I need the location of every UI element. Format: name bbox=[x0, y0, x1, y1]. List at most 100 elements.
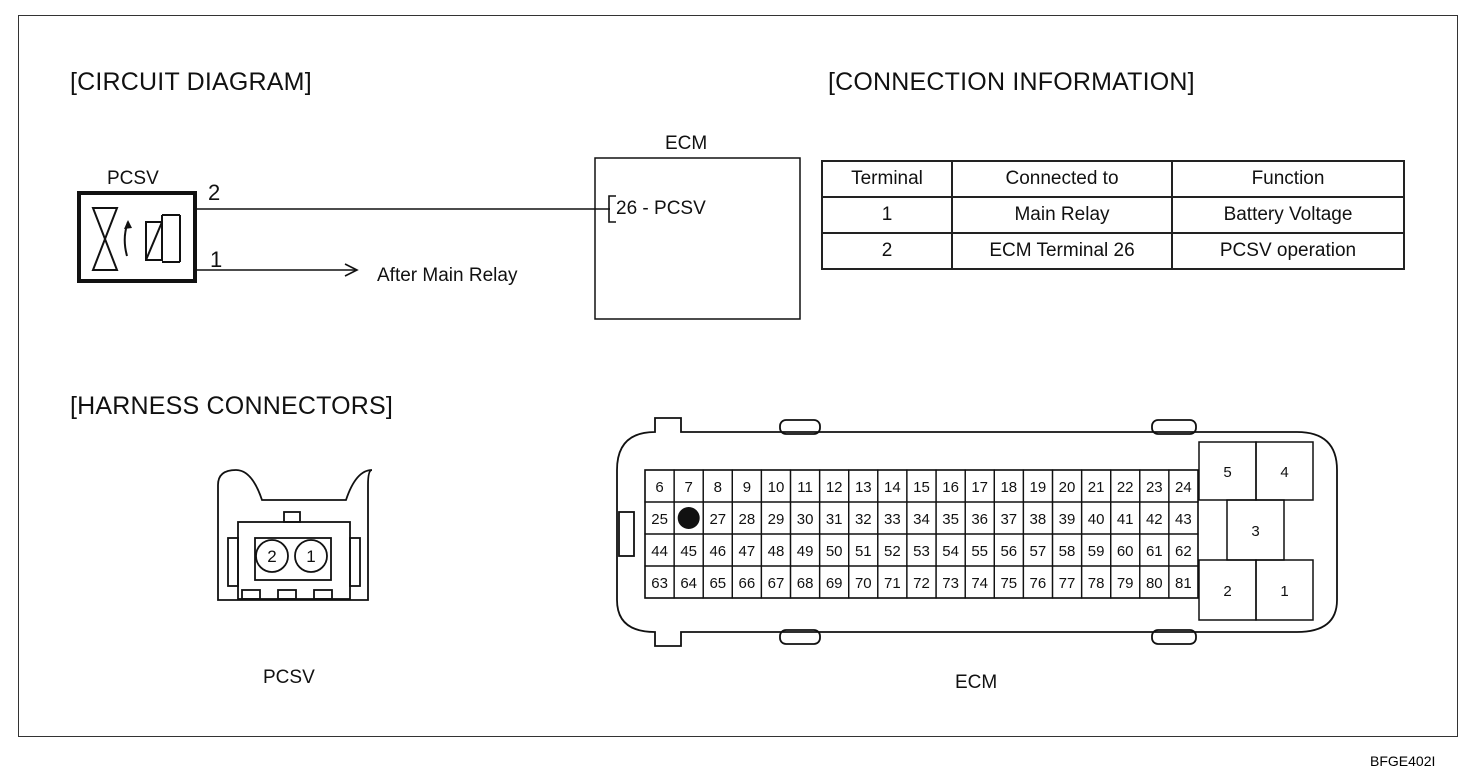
ecm-pin-label: 43 bbox=[1175, 511, 1192, 528]
ecm-pin-label: 47 bbox=[739, 543, 756, 560]
ecm-pin-label: 30 bbox=[797, 511, 814, 528]
pcsv-symbol bbox=[77, 191, 197, 283]
ecm-pin-label: 52 bbox=[884, 543, 901, 560]
ecm-pin-label: 73 bbox=[942, 575, 959, 592]
ecm-pin-label: 62 bbox=[1175, 543, 1192, 560]
ecm-label: ECM bbox=[665, 133, 708, 154]
ecm-pin-label: 25 bbox=[651, 511, 668, 528]
wires bbox=[195, 195, 616, 277]
table-cell: ECM Terminal 26 bbox=[951, 232, 1173, 270]
after-main-relay-label: After Main Relay bbox=[377, 265, 518, 286]
ecm-pin-label: 27 bbox=[709, 511, 726, 528]
ecm-pin-label: 10 bbox=[768, 479, 785, 496]
diagram-frame bbox=[18, 15, 1458, 737]
ecm-box bbox=[594, 157, 801, 320]
ecm-power-pin-label: 4 bbox=[1280, 464, 1288, 481]
ecm-pin-label: 29 bbox=[768, 511, 785, 528]
pcsv-connector-caption: PCSV bbox=[263, 667, 315, 688]
ecm-pin-label: 78 bbox=[1088, 575, 1105, 592]
ecm-connector-caption: ECM bbox=[955, 672, 998, 693]
ecm-pin-label: 77 bbox=[1059, 575, 1076, 592]
ecm-pin-label: 36 bbox=[971, 511, 988, 528]
ecm-power-pin-cell bbox=[1255, 559, 1314, 621]
ecm-pin-label: 39 bbox=[1059, 511, 1076, 528]
figure-code: BFGE402I bbox=[1370, 753, 1435, 769]
ecm-pin-label: 40 bbox=[1088, 511, 1105, 528]
ecm-pin-label: 13 bbox=[855, 479, 872, 496]
ecm-pin-label: 74 bbox=[971, 575, 988, 592]
ecm-pin-label: 7 bbox=[685, 479, 693, 496]
pcsv-pin-2: 2 bbox=[267, 547, 276, 566]
ecm-pin-label: 20 bbox=[1059, 479, 1076, 496]
ecm-pin-label: 70 bbox=[855, 575, 872, 592]
ecm-pin-label: 60 bbox=[1117, 543, 1134, 560]
ecm-pin-label: 38 bbox=[1030, 511, 1047, 528]
ecm-pin-label: 35 bbox=[942, 511, 959, 528]
ecm-pin-label: 31 bbox=[826, 511, 843, 528]
ecm-pin-label: 11 bbox=[797, 479, 813, 496]
ecm-pin-label: 71 bbox=[884, 575, 901, 592]
ecm-pin-label: 41 bbox=[1117, 511, 1134, 528]
ecm-pin-label: 37 bbox=[1000, 511, 1017, 528]
table-row: 2 ECM Terminal 26 PCSV operation bbox=[821, 232, 1405, 270]
ecm-pin-label: 19 bbox=[1030, 479, 1047, 496]
ecm-pin-label: 59 bbox=[1088, 543, 1105, 560]
ecm-pin-label: 6 bbox=[655, 479, 663, 496]
ecm-pin-label: 33 bbox=[884, 511, 901, 528]
ecm-pin-label: 8 bbox=[714, 479, 722, 496]
ecm-pin-label: 9 bbox=[743, 479, 751, 496]
ecm-pin-label: 49 bbox=[797, 543, 814, 560]
ecm-pin-label: 76 bbox=[1030, 575, 1047, 592]
ecm-pin-label: 24 bbox=[1175, 479, 1192, 496]
ecm-pin-label: 50 bbox=[826, 543, 843, 560]
ecm-pin-label: 18 bbox=[1000, 479, 1017, 496]
ecm-pin-label: 46 bbox=[709, 543, 726, 560]
ecm-pin-label: 34 bbox=[913, 511, 930, 528]
ecm-pin-label: 53 bbox=[913, 543, 930, 560]
ecm-pin-label: 56 bbox=[1000, 543, 1017, 560]
ecm-pin-label: 67 bbox=[768, 575, 785, 592]
ecm-power-pin-label: 2 bbox=[1223, 583, 1231, 600]
ecm-pin-label: 80 bbox=[1146, 575, 1163, 592]
ecm-pin-label: 17 bbox=[971, 479, 988, 496]
ecm-pin-label: 16 bbox=[942, 479, 959, 496]
table-cell: Main Relay bbox=[951, 196, 1173, 234]
table-cell: PCSV operation bbox=[1171, 232, 1405, 270]
ecm-pin-cell bbox=[1168, 565, 1199, 599]
pcsv-pin-1: 1 bbox=[306, 547, 315, 566]
ecm-pin-label: 63 bbox=[651, 575, 668, 592]
connection-info-title: [CONNECTION INFORMATION] bbox=[828, 68, 1195, 96]
table-cell: Battery Voltage bbox=[1171, 196, 1405, 234]
circuit-diagram-title: [CIRCUIT DIAGRAM] bbox=[70, 68, 312, 96]
header-function: Function bbox=[1171, 160, 1405, 198]
ecm-pin-label: 51 bbox=[855, 543, 872, 560]
ecm-pin-label: 48 bbox=[768, 543, 785, 560]
ecm-pin-label: 14 bbox=[884, 479, 901, 496]
ecm-pin-label: 55 bbox=[971, 543, 988, 560]
ecm-pin-label: 15 bbox=[913, 479, 930, 496]
ecm-pin-label: 81 bbox=[1175, 575, 1192, 592]
ecm-pin-label: 68 bbox=[797, 575, 814, 592]
ecm-power-pin-label: 5 bbox=[1223, 464, 1231, 481]
ecm-pin-label: 32 bbox=[855, 511, 872, 528]
ecm-pin-label: 72 bbox=[913, 575, 930, 592]
harness-connectors-title: [HARNESS CONNECTORS] bbox=[70, 392, 394, 420]
ecm-pin-label: 22 bbox=[1117, 479, 1134, 496]
pcsv-connector bbox=[217, 469, 373, 601]
ecm-pin-26-marker bbox=[677, 507, 700, 529]
table-cell: 2 bbox=[821, 232, 953, 270]
ecm-connector-body bbox=[616, 417, 1338, 647]
ecm-pin-label: 21 bbox=[1088, 479, 1105, 496]
ecm-pin-label: 66 bbox=[739, 575, 756, 592]
ecm-pin-label: 65 bbox=[709, 575, 726, 592]
table-cell: 1 bbox=[821, 196, 953, 234]
connection-table: Terminal Connected to Function 1 Main Re… bbox=[821, 160, 1405, 270]
table-header-row: Terminal Connected to Function bbox=[821, 160, 1405, 198]
header-terminal: Terminal bbox=[821, 160, 953, 198]
ecm-pin-label: 69 bbox=[826, 575, 843, 592]
terminal-1-label: 1 bbox=[210, 247, 223, 272]
ecm-power-pin-label: 3 bbox=[1251, 523, 1259, 540]
